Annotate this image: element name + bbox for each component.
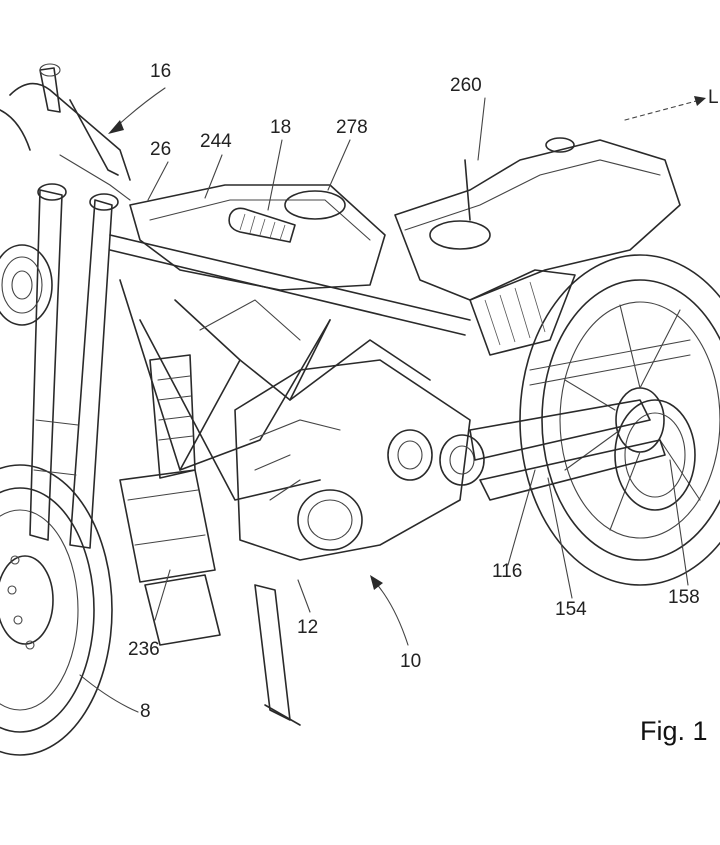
swingarm: [469, 339, 691, 501]
label-L: L: [708, 87, 719, 108]
label-158: 158: [668, 587, 700, 608]
label-26: 26: [150, 139, 172, 160]
fuel-tank: [129, 184, 386, 291]
kickstand: [254, 584, 301, 726]
front-fork: [29, 183, 119, 549]
tail-section: [394, 137, 681, 356]
leader-lines: [79, 87, 706, 713]
label-244: 244: [200, 131, 232, 152]
headlight: [0, 244, 53, 326]
label-154: 154: [555, 599, 587, 620]
label-16: 16: [150, 61, 172, 82]
label-260: 260: [450, 75, 482, 96]
label-116: 116: [492, 561, 523, 582]
label-236: 236: [128, 639, 160, 660]
label-278: 278: [336, 117, 368, 138]
label-18: 18: [270, 117, 292, 138]
figure-caption: Fig. 1: [640, 716, 708, 746]
label-8: 8: [140, 701, 151, 722]
label-12: 12: [297, 617, 319, 638]
trellis-frame: [109, 234, 471, 501]
rear-brake-disc: [614, 399, 696, 511]
battery-box: [119, 469, 221, 646]
handlebars: [0, 63, 131, 201]
rear-wheel: [519, 254, 720, 586]
front-wheel: [0, 464, 113, 756]
engine: [234, 359, 485, 561]
label-10: 10: [400, 651, 422, 672]
radiator: [149, 354, 196, 479]
